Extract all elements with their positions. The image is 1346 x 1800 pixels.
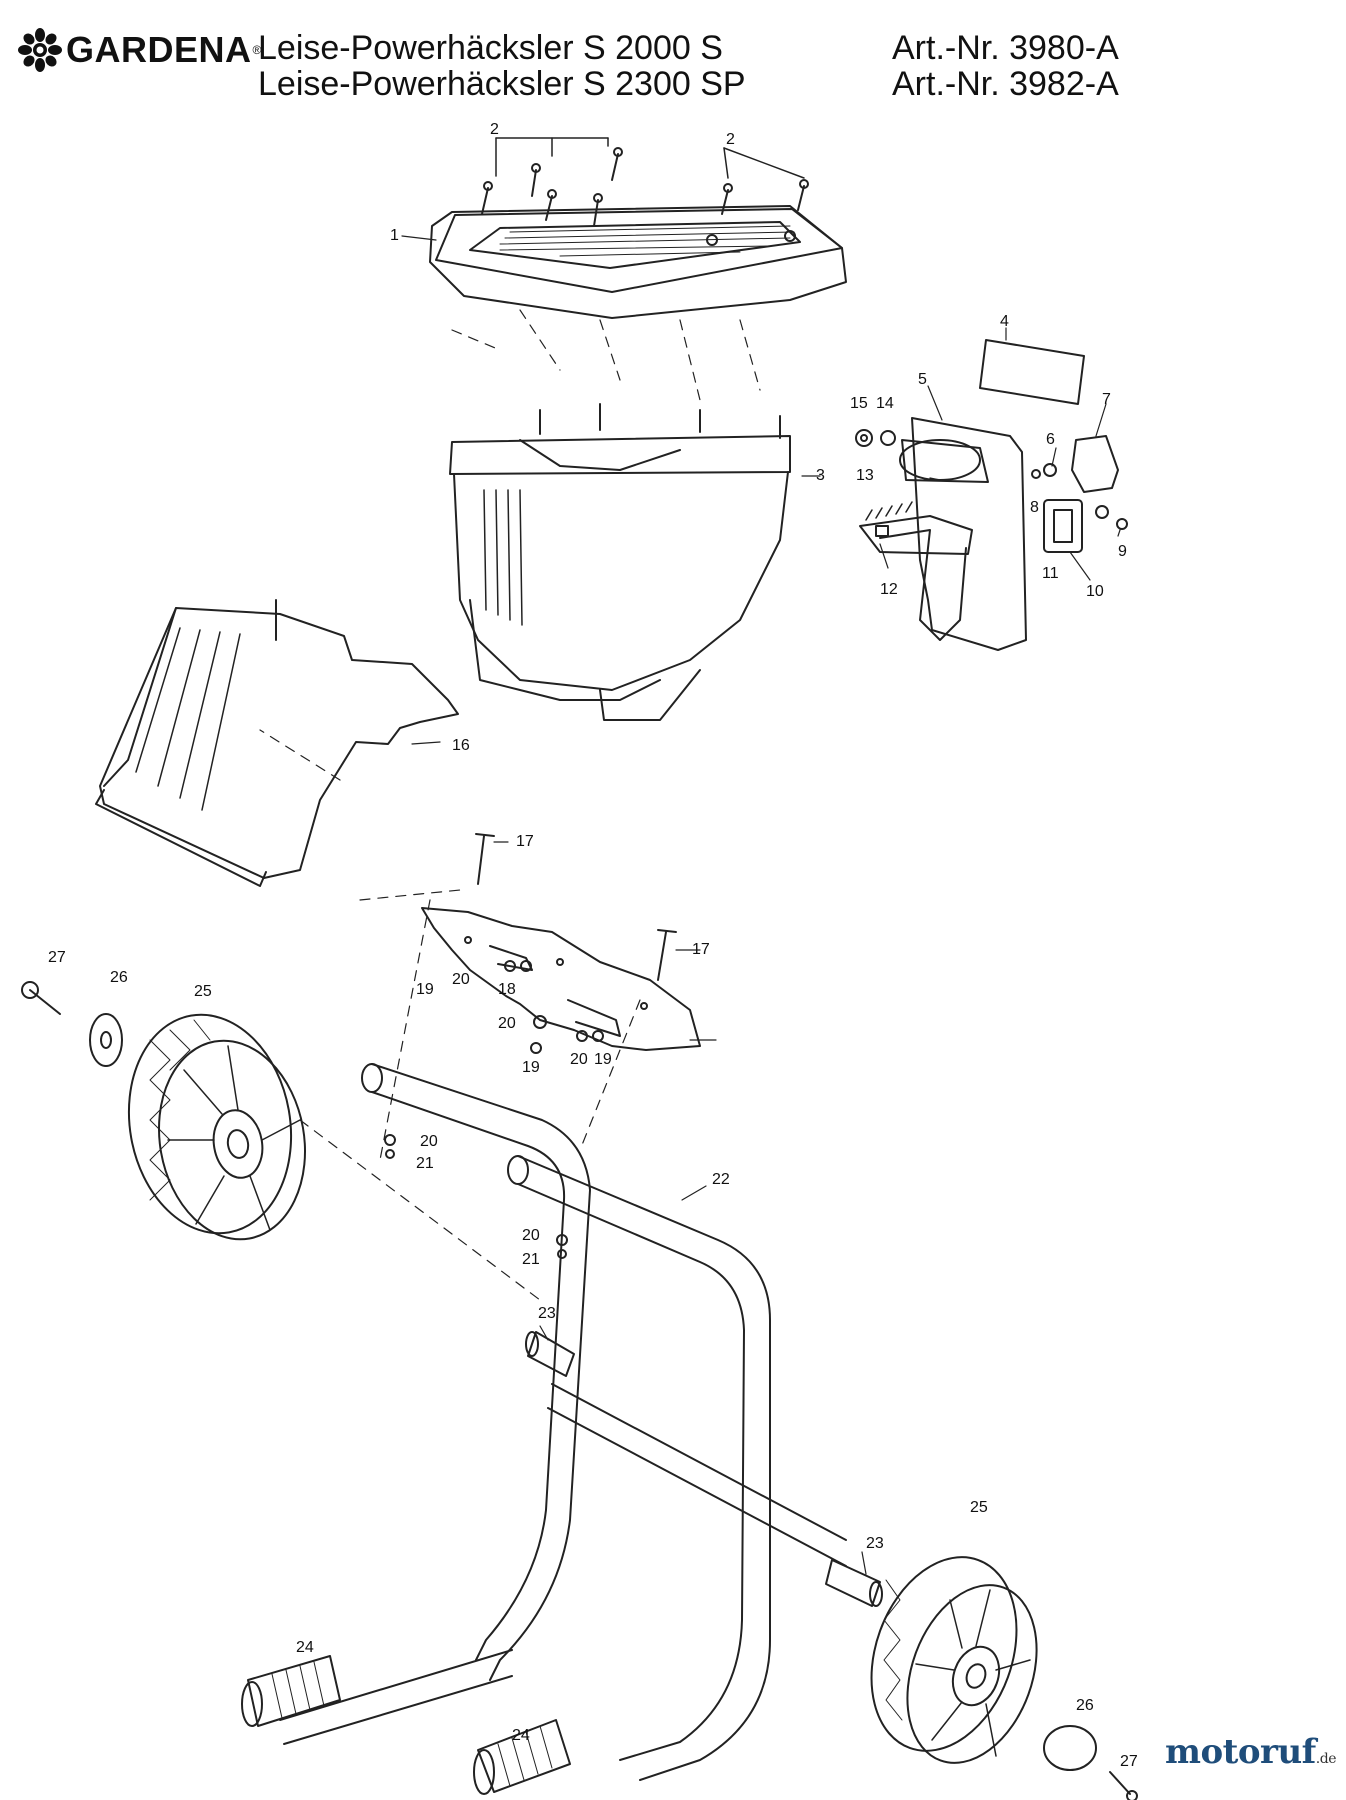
callout-10: 10 [1086, 583, 1104, 600]
callout-25: 25 [970, 1499, 988, 1516]
watermark-tld: .de [1315, 1751, 1337, 1767]
callout-17: 17 [692, 941, 710, 958]
part-hopper [449, 403, 791, 721]
title-line-2: Leise-Powerhäcksler S 2300 SP [258, 65, 746, 103]
callout-24: 24 [296, 1639, 314, 1656]
callout-1: 1 [390, 227, 399, 244]
callout-4: 4 [1000, 313, 1009, 330]
callout-21: 21 [522, 1251, 540, 1268]
part-label-plate [979, 339, 1085, 405]
callout-26: 26 [1076, 1697, 1094, 1714]
callout-20: 20 [522, 1227, 540, 1244]
callout-9: 9 [1118, 543, 1127, 560]
part-bracket [421, 907, 701, 1051]
callout-3: 3 [816, 467, 825, 484]
part-grips [241, 1655, 571, 1795]
callout-14: 14 [876, 395, 894, 412]
callout-19: 19 [416, 981, 434, 998]
callout-8: 8 [1030, 499, 1039, 516]
callout-23: 23 [538, 1305, 556, 1322]
callout-16: 16 [452, 737, 470, 754]
callout-23: 23 [866, 1535, 884, 1552]
callout-19: 19 [522, 1059, 540, 1076]
title-line-1: Leise-Powerhäcksler S 2000 S [258, 29, 723, 67]
callout-15: 15 [850, 395, 868, 412]
callout-24: 24 [512, 1727, 530, 1744]
art-nr-line-1: Art.-Nr. 3980-A [892, 29, 1119, 67]
callout-12: 12 [880, 581, 898, 598]
watermark-brand: motoruf [1165, 1732, 1316, 1772]
watermark: motoruf.de [1165, 1732, 1337, 1772]
callout-7: 7 [1102, 391, 1111, 408]
gardena-flower-logo-icon [18, 28, 62, 72]
part-chute [95, 599, 459, 887]
callout-18: 18 [498, 981, 516, 998]
part-screws [481, 137, 809, 227]
callout-13: 13 [856, 467, 874, 484]
callout-17: 17 [516, 833, 534, 850]
brand-name: GARDENA [66, 29, 252, 70]
callout-2: 2 [490, 121, 499, 138]
part-wheel-left [127, 1013, 307, 1241]
callout-20: 20 [570, 1051, 588, 1068]
callout-6: 6 [1046, 431, 1055, 448]
callout-20: 20 [452, 971, 470, 988]
callout-27: 27 [1120, 1753, 1138, 1770]
callout-25: 25 [194, 983, 212, 1000]
art-nr-line-2: Art.-Nr. 3982-A [892, 65, 1119, 103]
callout-22: 22 [712, 1171, 730, 1188]
callout-2: 2 [726, 131, 735, 148]
part-frame [279, 1063, 847, 1781]
callout-20: 20 [420, 1133, 438, 1150]
part-top-cover [429, 205, 847, 319]
brand-logo: GARDENA® [18, 28, 261, 72]
callout-20: 20 [498, 1015, 516, 1032]
callout-26: 26 [110, 969, 128, 986]
callout-11: 11 [1042, 565, 1059, 582]
callout-19: 19 [594, 1051, 612, 1068]
callout-5: 5 [918, 371, 927, 388]
callout-21: 21 [416, 1155, 434, 1172]
part-switch-box [855, 417, 1128, 651]
part-wheel-right [870, 1556, 1038, 1764]
callout-27: 27 [48, 949, 66, 966]
